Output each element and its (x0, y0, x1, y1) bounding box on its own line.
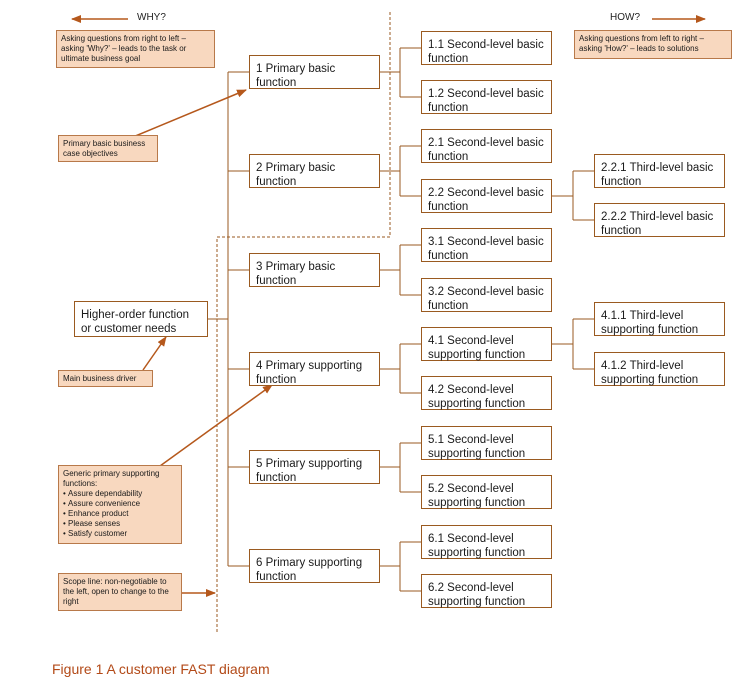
second-node-4-2: 4.2 Second-level supporting function (421, 376, 552, 410)
third-node-4-1-2: 4.1.2 Third-level supporting function (594, 352, 725, 386)
second-node-1-2: 1.2 Second-level basic function (421, 80, 552, 114)
primary-node-3: 3 Primary basic function (249, 253, 380, 287)
why-note: Asking questions from right to left – as… (56, 30, 215, 68)
generic-functions-note: Generic primary supporting functions: As… (58, 465, 182, 544)
scope-line (216, 12, 391, 632)
third-node-2-2-1: 2.2.1 Third-level basic function (594, 154, 725, 188)
generic-item: Please senses (63, 519, 177, 529)
second-level-connectors (380, 47, 421, 592)
second-node-5-2: 5.2 Second-level supporting function (421, 475, 552, 509)
second-node-6-1: 6.1 Second-level supporting function (421, 525, 552, 559)
primary-node-5: 5 Primary supporting function (249, 450, 380, 484)
second-node-3-1: 3.1 Second-level basic function (421, 228, 552, 262)
generic-item: Satisfy customer (63, 529, 177, 539)
driver-note: Main business driver (58, 370, 153, 387)
generic-functions-title: Generic primary supporting functions: (63, 469, 160, 488)
generic-item: Assure dependability (63, 489, 177, 499)
generic-functions-list: Assure dependability Assure convenience … (63, 489, 177, 539)
how-header: HOW? (610, 12, 640, 23)
objectives-note: Primary basic business case objectives (58, 135, 158, 162)
how-note: Asking questions from left to right – as… (574, 30, 732, 59)
generic-item: Enhance product (63, 509, 177, 519)
second-node-1-1: 1.1 Second-level basic function (421, 31, 552, 65)
second-node-2-2: 2.2 Second-level basic function (421, 179, 552, 213)
primary-connectors (208, 71, 249, 567)
driver-arrow (142, 336, 167, 371)
scope-note: Scope line: non-negotiable to the left, … (58, 573, 182, 611)
generic-arrow (159, 384, 273, 467)
third-level-connectors (552, 170, 594, 370)
second-node-4-1: 4.1 Second-level supporting function (421, 327, 552, 361)
figure-caption: Figure 1 A customer FAST diagram (52, 661, 270, 677)
second-node-2-1: 2.1 Second-level basic function (421, 129, 552, 163)
generic-item: Assure convenience (63, 499, 177, 509)
second-node-5-1: 5.1 Second-level supporting function (421, 426, 552, 460)
objectives-arrow (132, 89, 247, 138)
primary-node-6: 6 Primary supporting function (249, 549, 380, 583)
primary-node-1: 1 Primary basic function (249, 55, 380, 89)
third-node-4-1-1: 4.1.1 Third-level supporting function (594, 302, 725, 336)
primary-node-2: 2 Primary basic function (249, 154, 380, 188)
why-header: WHY? (137, 12, 166, 23)
second-node-6-2: 6.2 Second-level supporting function (421, 574, 552, 608)
root-node: Higher-order function or customer needs (74, 301, 208, 337)
second-node-3-2: 3.2 Second-level basic function (421, 278, 552, 312)
third-node-2-2-2: 2.2.2 Third-level basic function (594, 203, 725, 237)
primary-node-4: 4 Primary supporting function (249, 352, 380, 386)
